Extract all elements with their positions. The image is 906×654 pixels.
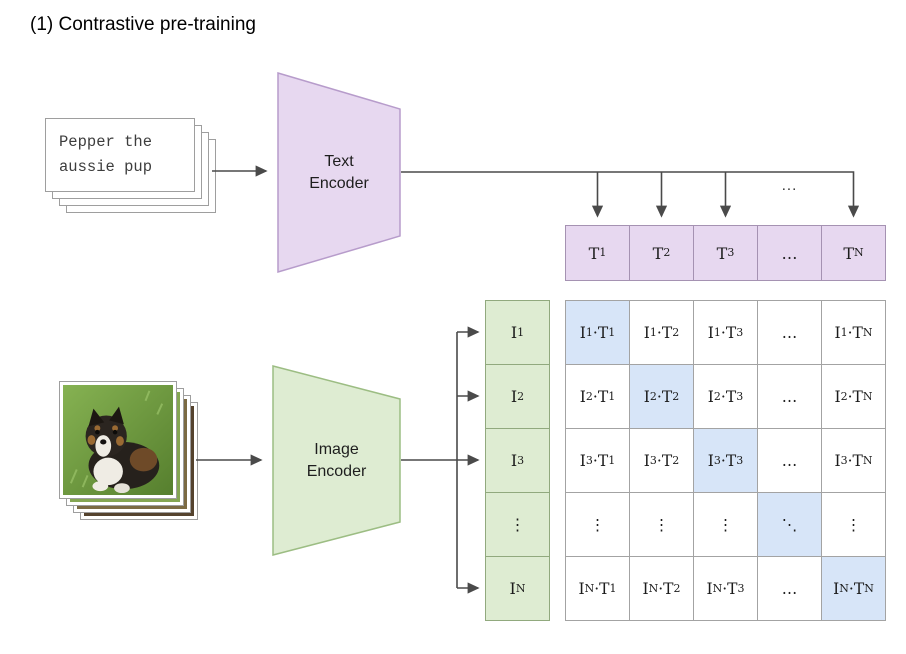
matrix-cell: … xyxy=(757,364,822,429)
matrix-row: ⋮ ⋮ ⋮ ⋱ ⋮ xyxy=(565,492,886,557)
caption-card: Pepper the aussie pup xyxy=(45,118,195,192)
matrix-cell: … xyxy=(757,556,822,621)
puppy-illustration xyxy=(63,385,173,495)
matrix-cell: … xyxy=(757,300,822,365)
image-embedding-cell-ellipsis: ⋮ xyxy=(485,492,550,557)
text-encoder-shape xyxy=(277,72,401,273)
matrix-cell: ⋮ xyxy=(629,492,694,557)
matrix-cell: ⋮ xyxy=(821,492,886,557)
caption-line-1: Pepper the xyxy=(59,133,153,151)
figure-title: (1) Contrastive pre-training xyxy=(30,14,256,35)
caption-card-stack: Pepper the aussie pup xyxy=(45,118,230,228)
caption-line-2: aussie pup xyxy=(59,157,153,176)
matrix-cell: ⋮ xyxy=(565,492,630,557)
image-encoder-label: Image Encoder xyxy=(306,440,367,480)
text-embedding-cell-ellipsis: … xyxy=(757,225,822,281)
text-encoder-label: Text Encoder xyxy=(309,152,369,192)
text-encoder-block: Text Encoder xyxy=(277,72,401,273)
matrix-cell-diagonal: ⋱ xyxy=(757,492,822,557)
top-ellipsis: ... xyxy=(781,177,798,194)
matrix-cell: ⋮ xyxy=(693,492,758,557)
image-encoder-shape xyxy=(272,365,401,556)
puppy-photo xyxy=(59,381,177,499)
image-photo-stack xyxy=(59,381,205,527)
matrix-cell: … xyxy=(757,428,822,493)
image-encoder-block: Image Encoder xyxy=(272,365,401,556)
